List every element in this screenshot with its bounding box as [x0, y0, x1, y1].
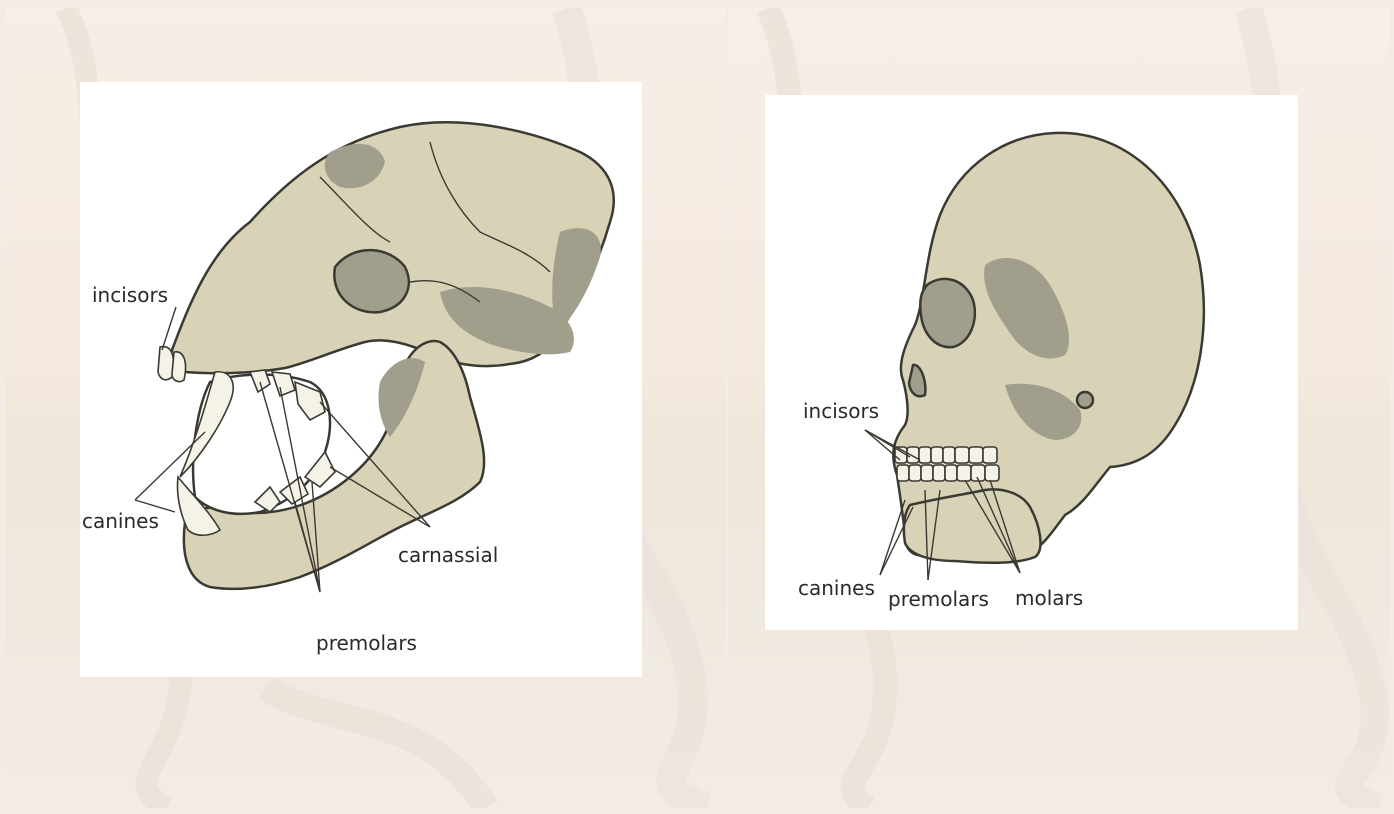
label-canines-left: canines — [82, 509, 159, 533]
human-eye-socket — [920, 279, 975, 347]
upper-incisor — [158, 347, 174, 380]
label-molars: molars — [1015, 586, 1083, 610]
human-skull-diagram: incisors canines premolars molars — [765, 95, 1298, 630]
upper-incisor — [172, 352, 186, 382]
label-canines-right: canines — [798, 576, 875, 600]
carnivore-skull-card: incisors canines carnassial premolars — [80, 82, 642, 677]
human-teeth-lower — [897, 465, 999, 481]
human-ear-hole — [1077, 392, 1093, 408]
carnivore-rear-shade — [552, 228, 601, 332]
label-carnassial: carnassial — [398, 543, 498, 567]
label-incisors-left: incisors — [92, 283, 168, 307]
label-premolars-right: premolars — [888, 587, 989, 611]
carnivore-skull-diagram: incisors canines carnassial premolars — [80, 82, 642, 677]
human-skull-card: incisors canines premolars molars — [765, 95, 1298, 630]
label-premolars-left: premolars — [316, 631, 417, 655]
label-incisors-right: incisors — [803, 399, 879, 423]
